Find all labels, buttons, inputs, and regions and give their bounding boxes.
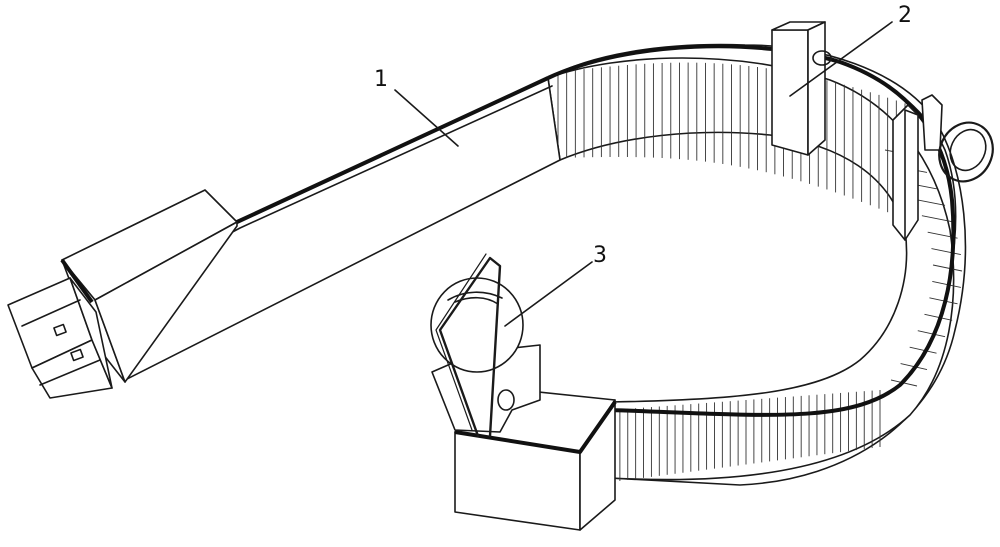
leader-line-3 xyxy=(505,262,592,326)
clip-block-upper xyxy=(772,22,825,155)
label-2: 2 xyxy=(898,3,912,28)
label-3: 3 xyxy=(593,243,607,268)
label-1: 1 xyxy=(374,67,388,92)
